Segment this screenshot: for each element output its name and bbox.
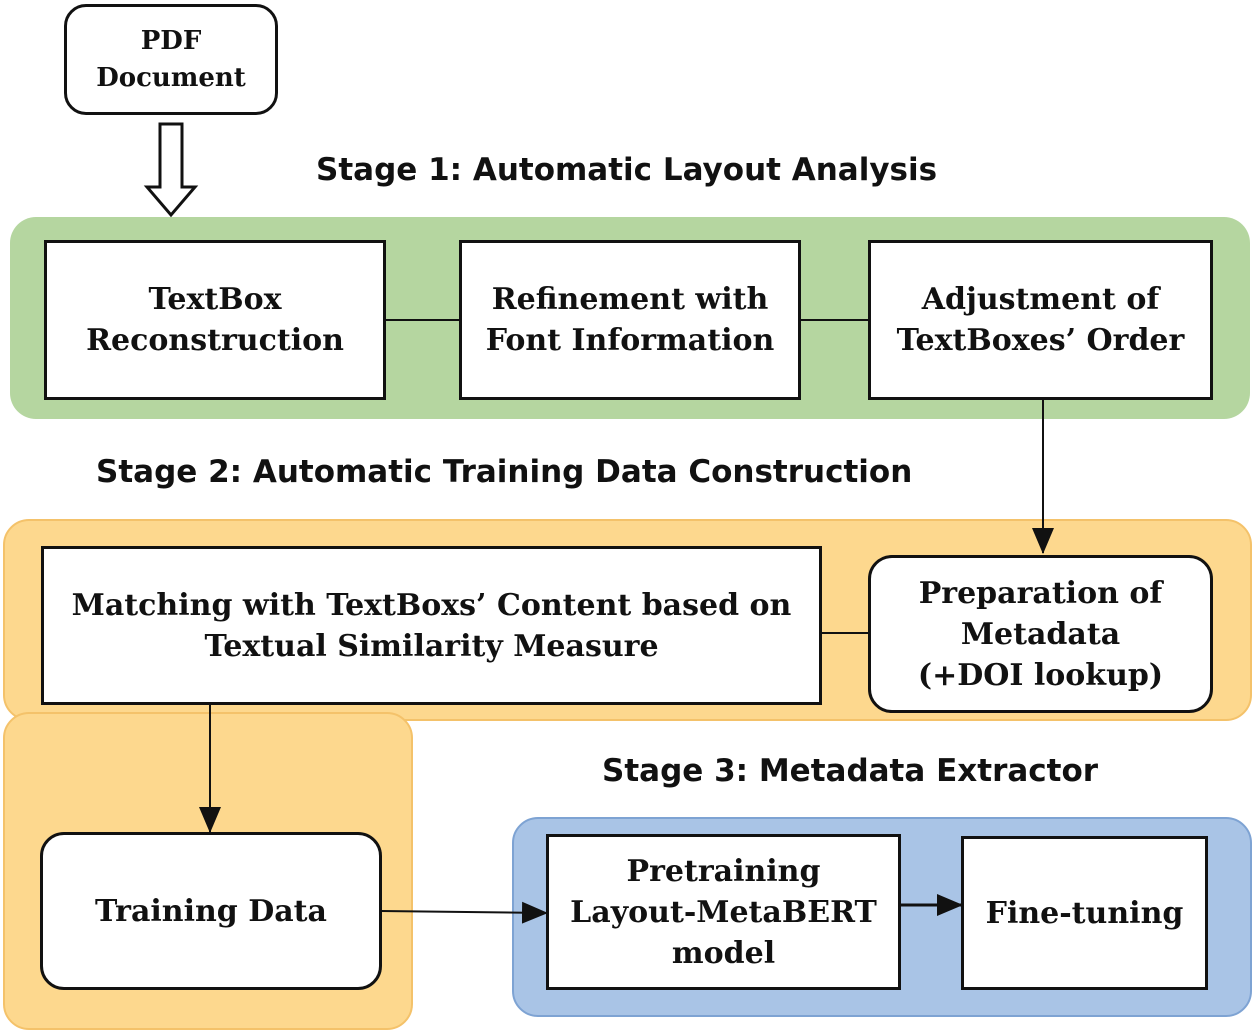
stage2-title: Stage 2: Automatic Training Data Constru… <box>96 454 913 490</box>
textual-matching-box: Matching with TextBoxs’ Content based on… <box>41 546 822 705</box>
stage3-title: Stage 3: Metadata Extractor <box>602 753 1099 789</box>
textbox-reconstruction-box: TextBox Reconstruction <box>44 240 386 400</box>
hollow-down-arrow <box>143 122 199 218</box>
training-data-box: Training Data <box>40 832 382 990</box>
pdf-document-box: PDF Document <box>64 4 278 115</box>
arrow-training-to-pretraining <box>379 901 548 924</box>
metadata-preparation-box: Preparation of Metadata (+DOI lookup) <box>868 555 1213 713</box>
pretraining-box: Pretraining Layout-MetaBERT model <box>546 834 901 990</box>
font-refinement-box: Refinement with Font Information <box>459 240 801 400</box>
textbox-order-box: Adjustment of TextBoxes’ Order <box>868 240 1213 400</box>
stage1-title: Stage 1: Automatic Layout Analysis <box>316 152 938 188</box>
finetuning-box: Fine-tuning <box>961 836 1208 990</box>
